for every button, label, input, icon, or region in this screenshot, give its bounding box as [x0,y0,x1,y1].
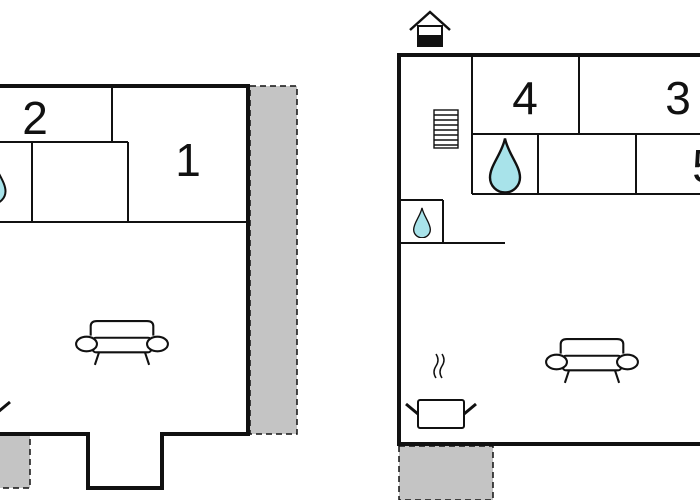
left-floor-inner-walls [0,86,248,223]
left-floor-outer-wall [0,84,250,490]
right-room-3-number: 3 [665,72,691,124]
right-floor-outer-wall [397,53,700,446]
sofa-icon [545,337,639,384]
terrace-bottom [398,445,494,500]
right-room-4-number: 4 [512,72,538,124]
house-entrance-icon [409,10,451,47]
sofa-icon [75,319,169,366]
stairs-icon [433,109,459,149]
water-drop-icon [0,157,7,205]
right-floor-inner-walls [399,55,700,244]
cooking-pot-icon [0,400,11,413]
water-drop-icon [488,137,522,194]
water-drop-icon [412,207,432,238]
right-floor: 4 3 5 [397,10,700,500]
terrace-right [249,85,298,435]
left-room-1-number: 1 [175,134,201,186]
terrace-bottom-left [0,433,31,489]
left-floor: 2 1 [0,84,298,490]
right-room-5-number: 5 [692,140,700,192]
cooking-pot-icon [405,353,477,429]
left-room-2-number: 2 [22,92,48,144]
